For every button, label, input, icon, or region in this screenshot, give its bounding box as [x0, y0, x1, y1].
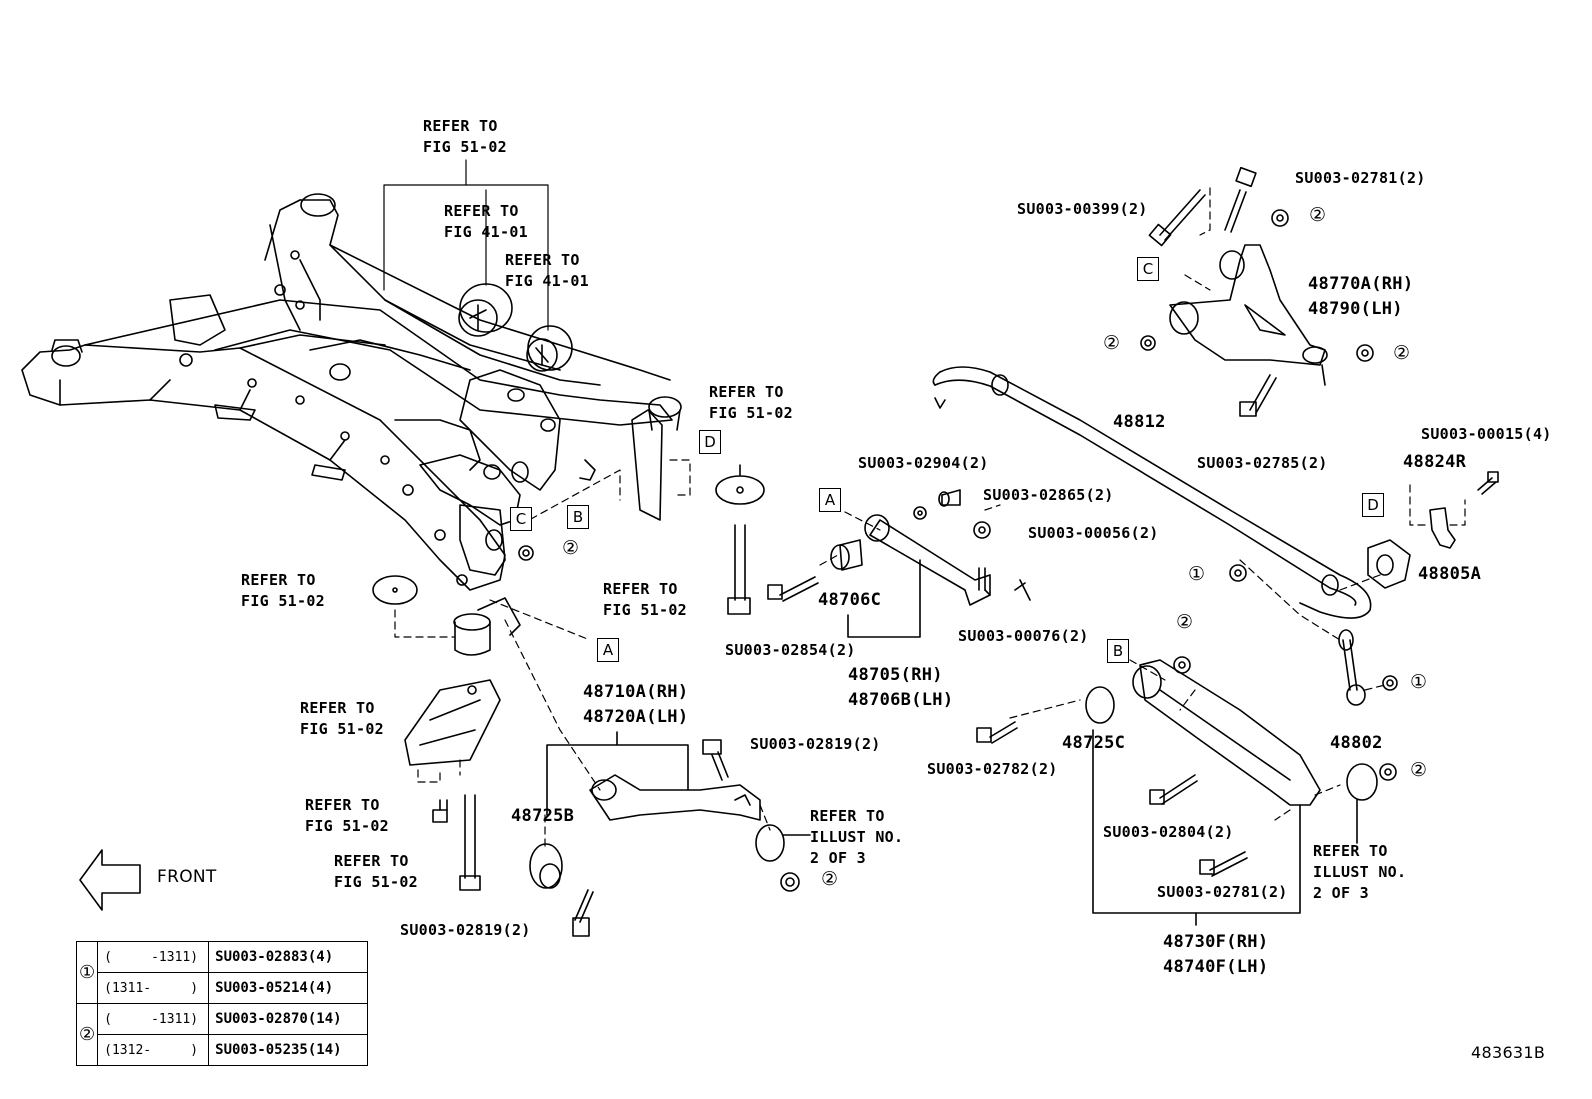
refer-label-fig51-bolt: REFER TO FIG 51-02 — [603, 580, 687, 619]
part-label-48725c: 48725C — [1062, 733, 1126, 753]
part-label-48770: 48770A(RH) 48790(LH) — [1308, 274, 1414, 319]
part-label-48812: 48812 — [1113, 412, 1166, 432]
refer-label-fig51-top: REFER TO FIG 51-02 — [423, 117, 507, 156]
part-label-su-02854: SU003-02854(2) — [725, 641, 856, 659]
figure-id: 483631B — [1471, 1043, 1546, 1062]
part-label-su-02865: SU003-02865(2) — [983, 486, 1114, 504]
front-label: FRONT — [157, 867, 217, 887]
circled-2: ② — [821, 868, 839, 890]
upper-arm-48770 — [1140, 166, 1374, 417]
legend-part: SU003-05214(4) — [208, 972, 369, 1004]
part-label-su-00056: SU003-00056(2) — [1028, 524, 1159, 542]
circled-2: ② — [1393, 342, 1411, 364]
bushings-fig41 — [458, 283, 573, 372]
legend-range: (1311- ) — [97, 972, 210, 1004]
box-marker-a: A — [597, 638, 619, 662]
part-label-su-02781-b: SU003-02781(2) — [1157, 883, 1288, 901]
legend-table: ① ( -1311) SU003-02883(4) (1311- ) SU003… — [75, 941, 369, 1066]
legend-row: (1312- ) SU003-05235(14) — [77, 1034, 369, 1066]
circled-2: ② — [1176, 611, 1194, 633]
part-label-su-00015: SU003-00015(4) — [1421, 425, 1552, 443]
part-label-48725b: 48725B — [511, 806, 575, 826]
part-label-su-02781: SU003-02781(2) — [1295, 169, 1426, 187]
refer-label-fig51-plate: REFER TO FIG 51-02 — [300, 699, 384, 738]
upper-arm-48710 — [529, 731, 811, 937]
refer-label-fig51-bolt2: REFER TO FIG 51-02 — [305, 796, 389, 835]
refer-label-illust-a: REFER TO ILLUST NO. 2 OF 3 — [810, 807, 904, 867]
mount-plates — [372, 464, 765, 891]
refer-label-fig51-bolt3: REFER TO FIG 51-02 — [334, 852, 418, 891]
refer-label-fig41-b: REFER TO FIG 41-01 — [505, 251, 589, 290]
legend-num: ① — [75, 941, 99, 1004]
part-label-su-00399: SU003-00399(2) — [1017, 200, 1148, 218]
box-marker-d: D — [699, 430, 721, 454]
part-label-su-02819-b: SU003-02819(2) — [400, 921, 531, 939]
legend-range: ( -1311) — [97, 1003, 210, 1035]
legend-range: ( -1311) — [97, 941, 210, 973]
legend-row: ① ( -1311) SU003-02883(4) — [75, 941, 369, 1004]
leader-lines — [383, 159, 549, 331]
legend-part: SU003-02870(14) — [208, 1003, 369, 1035]
legend-range: (1312- ) — [97, 1034, 210, 1066]
rear-subframe — [21, 193, 682, 656]
box-marker-c: C — [510, 507, 532, 531]
box-marker-a: A — [819, 488, 841, 512]
part-label-48730: 48730F(RH) 48740F(LH) — [1163, 932, 1269, 977]
legend-row: (1311- ) SU003-05214(4) — [77, 972, 369, 1004]
circled-2: ② — [1103, 332, 1121, 354]
part-label-48705: 48705(RH) 48706B(LH) — [848, 665, 954, 710]
circled-2: ② — [1309, 204, 1327, 226]
part-label-48802: 48802 — [1330, 733, 1383, 753]
part-label-48805: 48805A — [1418, 564, 1482, 584]
part-label-48706c: 48706C — [818, 590, 882, 610]
circled-2: ② — [562, 537, 580, 559]
refer-label-fig41-a: REFER TO FIG 41-01 — [444, 202, 528, 241]
box-marker-c: C — [1137, 257, 1159, 281]
part-label-su-02804: SU003-02804(2) — [1103, 823, 1234, 841]
legend-row: ② ( -1311) SU003-02870(14) — [75, 1003, 369, 1066]
part-label-su-02904: SU003-02904(2) — [858, 454, 989, 472]
circled-1: ① — [1188, 563, 1206, 585]
part-label-su-02785: SU003-02785(2) — [1197, 454, 1328, 472]
part-label-48710: 48710A(RH) 48720A(LH) — [583, 682, 689, 727]
refer-label-fig51-left: REFER TO FIG 51-02 — [241, 571, 325, 610]
part-label-su-02782: SU003-02782(2) — [927, 760, 1058, 778]
circled-2: ② — [1410, 759, 1428, 781]
part-label-48824: 48824R — [1403, 452, 1467, 472]
toe-rod-48705 — [767, 489, 1031, 638]
stabilizer-bar-48812 — [932, 366, 1499, 706]
legend-part: SU003-05235(14) — [208, 1034, 369, 1066]
box-marker-d: D — [1362, 493, 1384, 517]
legend-num: ② — [75, 1003, 99, 1066]
box-marker-b: B — [1107, 639, 1129, 663]
refer-label-illust-b: REFER TO ILLUST NO. 2 OF 3 — [1313, 842, 1407, 902]
refer-label-fig51-right: REFER TO FIG 51-02 — [709, 383, 793, 422]
front-arrow — [79, 849, 141, 911]
legend-part: SU003-02883(4) — [208, 941, 369, 973]
part-label-su-02819-a: SU003-02819(2) — [750, 735, 881, 753]
circled-1: ① — [1410, 671, 1428, 693]
part-label-su-00076: SU003-00076(2) — [958, 627, 1089, 645]
box-marker-b: B — [567, 505, 589, 529]
lower-arm-48730 — [976, 656, 1397, 926]
